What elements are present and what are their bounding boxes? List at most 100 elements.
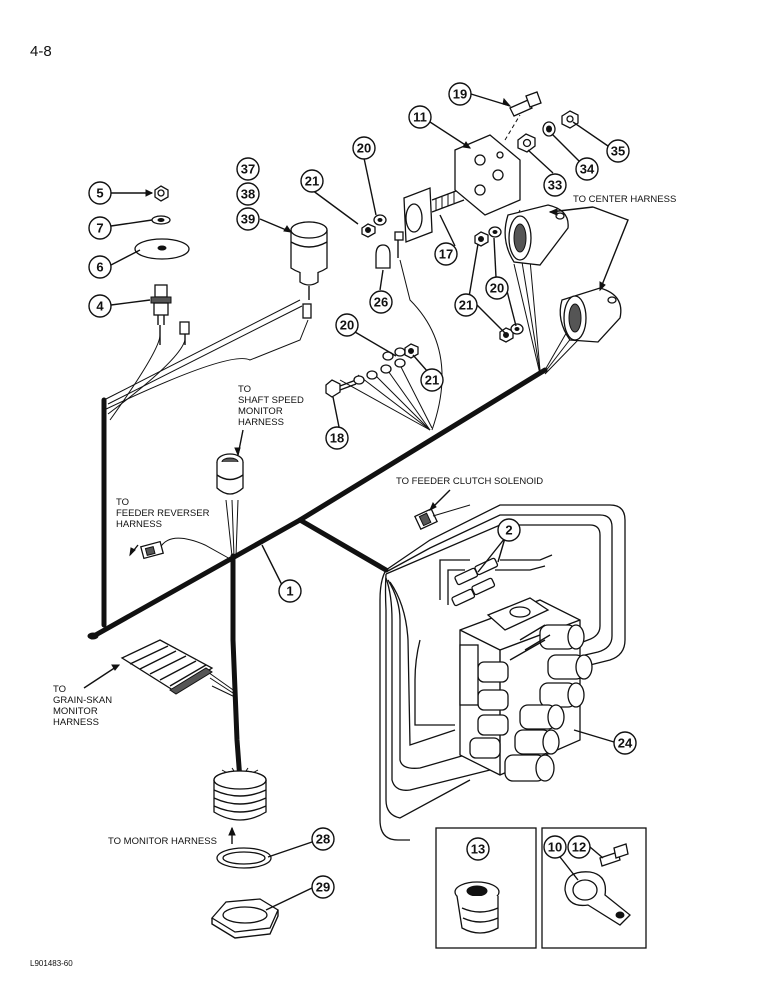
plate-11	[454, 114, 521, 231]
svg-text:20: 20	[340, 318, 354, 333]
valve-assembly	[459, 597, 593, 782]
bolt-19	[509, 91, 542, 117]
label-shaft-speed-1: TO	[238, 384, 251, 395]
feeder-clutch-connector	[414, 504, 471, 531]
callout-17: 17	[434, 242, 458, 266]
branch-wires	[339, 259, 581, 431]
leader-12	[589, 846, 604, 859]
label-feeder-reverser-3: HARNESS	[116, 519, 162, 530]
callout-21-right: 21	[454, 293, 478, 317]
svg-text:26: 26	[374, 295, 388, 310]
snap-ring-28	[216, 847, 272, 869]
callout-24: 24	[613, 731, 637, 755]
callout-20-right: 20	[485, 276, 509, 300]
label-feeder-reverser-2: FEEDER REVERSER	[116, 508, 210, 519]
callout-29: 29	[311, 875, 335, 899]
label-shaft-speed-2: SHAFT SPEED	[238, 395, 304, 406]
hardware-33-34-35	[517, 110, 579, 153]
callout-21-middle: 21	[420, 368, 444, 392]
valve-tubes	[379, 504, 626, 841]
feeder-reverser-wires	[159, 537, 233, 561]
arrow-heads	[111, 97, 606, 836]
bulb-26	[375, 231, 404, 269]
callout-20-middle: 20	[335, 313, 359, 337]
svg-text:7: 7	[96, 221, 103, 236]
svg-text:19: 19	[453, 87, 467, 102]
svg-text:33: 33	[548, 178, 562, 193]
callout-20-top: 20	[352, 136, 376, 160]
figure-id: L901483-60	[30, 959, 73, 968]
label-shaft-speed-3: MONITOR	[238, 406, 283, 417]
callout-35: 35	[606, 139, 630, 163]
callout-10: 10	[543, 835, 567, 859]
inline-connectors	[451, 557, 499, 607]
grain-skan-connector	[120, 639, 214, 695]
callout-7: 7	[88, 216, 112, 240]
feeder-reverser-connector	[139, 540, 165, 560]
callout-11: 11	[408, 105, 432, 129]
shaft-speed-wires	[225, 499, 239, 557]
upper-left-wires	[103, 299, 312, 421]
callout-1: 1	[278, 579, 302, 603]
shaft-speed-connector	[216, 453, 244, 495]
hardware-18-20-21-middle	[325, 343, 419, 398]
callout-2: 2	[497, 518, 521, 542]
svg-text:6: 6	[96, 260, 103, 275]
label-center-harness: TO CENTER HARNESS	[573, 194, 676, 205]
callout-34: 34	[575, 157, 599, 181]
main-harness-trunk	[87, 367, 548, 783]
callout-38: 38	[236, 182, 260, 206]
svg-text:5: 5	[96, 186, 103, 201]
callout-33: 33	[543, 173, 567, 197]
label-grain-skan-4: HARNESS	[53, 717, 99, 728]
label-feeder-clutch: TO FEEDER CLUTCH SOLENOID	[396, 476, 543, 487]
label-shaft-speed-4: HARNESS	[238, 417, 284, 428]
callout-4: 4	[88, 294, 112, 318]
svg-text:12: 12	[572, 840, 586, 855]
label-grain-skan-3: MONITOR	[53, 706, 98, 717]
page-number: 4-8	[30, 43, 52, 60]
svg-text:20: 20	[357, 141, 371, 156]
callout-37: 37	[236, 157, 260, 181]
svg-text:20: 20	[490, 281, 504, 296]
svg-text:18: 18	[330, 431, 344, 446]
callout-39: 39	[236, 207, 260, 231]
callout-21-top: 21	[300, 169, 324, 193]
svg-text:2: 2	[505, 523, 512, 538]
svg-text:21: 21	[425, 373, 439, 388]
leader-10	[559, 856, 579, 881]
sender-17	[403, 187, 465, 243]
callout-6: 6	[88, 255, 112, 279]
buzzer-39	[290, 221, 328, 300]
monitor-harness-connector	[213, 770, 267, 821]
callout-5: 5	[88, 181, 112, 205]
svg-text:29: 29	[316, 880, 330, 895]
label-feeder-reverser-1: TO	[116, 497, 129, 508]
svg-text:39: 39	[241, 212, 255, 227]
svg-text:17: 17	[439, 247, 453, 262]
svg-text:38: 38	[241, 187, 255, 202]
callout-26: 26	[369, 290, 393, 314]
svg-text:11: 11	[413, 110, 427, 125]
svg-text:1: 1	[286, 584, 293, 599]
label-monitor-harness: TO MONITOR HARNESS	[108, 836, 217, 847]
callout-12: 12	[567, 835, 591, 859]
svg-text:21: 21	[459, 298, 473, 313]
svg-text:35: 35	[611, 144, 625, 159]
svg-text:4: 4	[96, 299, 104, 314]
callout-18: 18	[325, 426, 349, 450]
svg-text:10: 10	[548, 840, 562, 855]
callout-13: 13	[466, 837, 490, 861]
label-grain-skan-1: TO	[53, 684, 66, 695]
center-harness-connectors	[504, 204, 622, 343]
svg-text:13: 13	[471, 842, 485, 857]
svg-text:21: 21	[305, 174, 319, 189]
callout-28: 28	[311, 827, 335, 851]
callout-19: 19	[448, 82, 472, 106]
hardware-20-21-top	[361, 214, 387, 238]
jam-nut-29	[211, 898, 279, 939]
svg-text:34: 34	[580, 162, 595, 177]
switch-stack	[134, 185, 190, 325]
svg-text:24: 24	[618, 736, 633, 751]
